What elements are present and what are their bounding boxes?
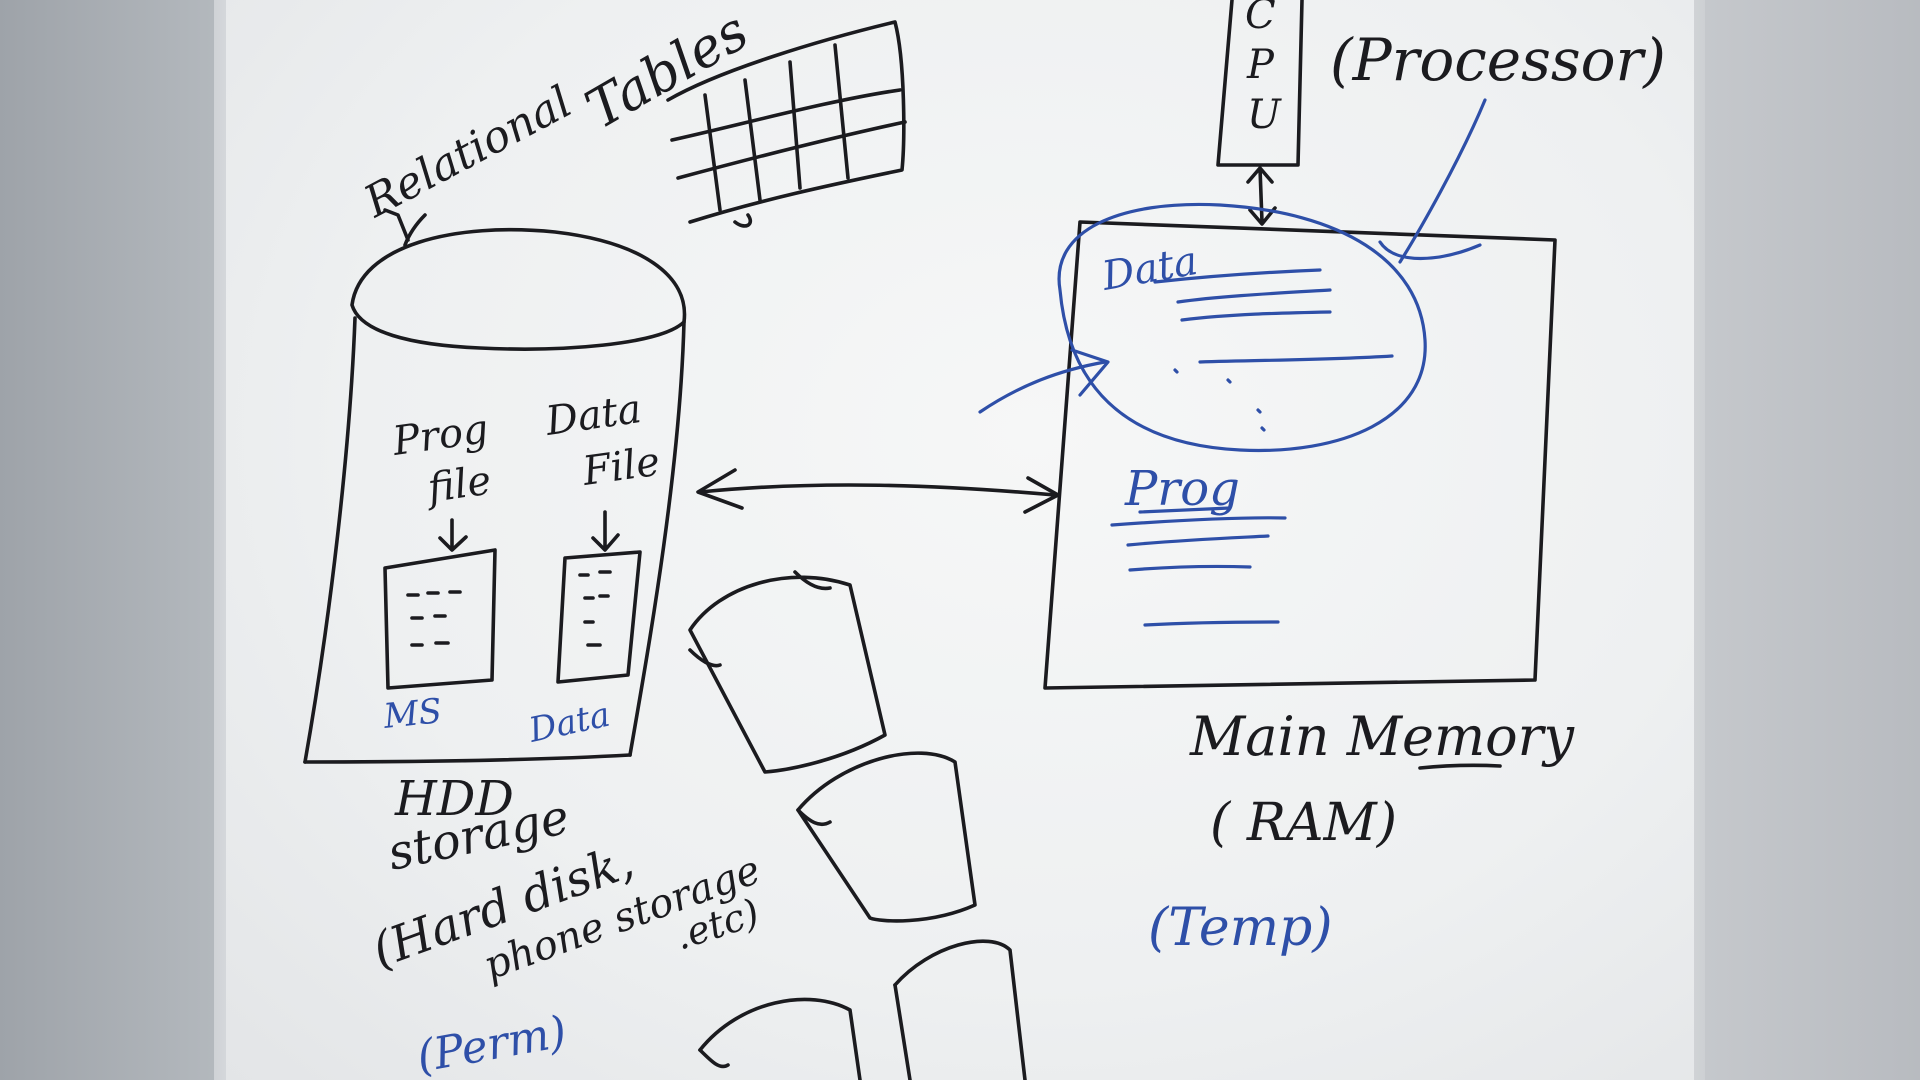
hdd-ram-double-arrow bbox=[696, 468, 1060, 514]
wall-right bbox=[1705, 0, 1920, 1080]
relational-label: Relational bbox=[355, 76, 580, 228]
whiteboard-surface bbox=[226, 0, 1694, 1080]
relational-tables-grid bbox=[666, 20, 907, 228]
temp-label: (Temp) bbox=[1148, 898, 1333, 958]
cpu-letter-u: U bbox=[1247, 92, 1282, 138]
data-file-label-line2: File bbox=[579, 439, 663, 495]
cpu-box bbox=[1216, 0, 1304, 226]
ms-label: MS bbox=[381, 691, 444, 737]
main-memory-label: Main Memory bbox=[1189, 705, 1575, 768]
wall-left bbox=[0, 0, 214, 1080]
ram-box bbox=[1043, 220, 1557, 690]
ram-blue-annotations bbox=[978, 98, 1487, 627]
hdd-cylinder bbox=[303, 208, 687, 764]
ram-prog-label: Prog bbox=[1124, 461, 1240, 517]
buckets-sketch bbox=[688, 570, 1027, 1080]
relational-connector bbox=[403, 213, 427, 247]
prog-file-box bbox=[383, 518, 497, 690]
cpu-letter-c: C bbox=[1245, 0, 1276, 38]
data-file-label-line1: Data bbox=[542, 386, 644, 445]
prog-file-label-line2: file bbox=[422, 458, 494, 513]
perm-label: (Perm) bbox=[413, 1006, 570, 1080]
cpu-letter-p: P bbox=[1246, 42, 1275, 88]
main-memory-underline bbox=[1418, 763, 1502, 770]
processor-label: (Processor) bbox=[1330, 26, 1666, 94]
data-file-box bbox=[556, 510, 642, 684]
ram-label: ( RAM) bbox=[1210, 793, 1397, 853]
hdd-label: HDD bbox=[394, 771, 514, 827]
prog-file-label-line1: Prog bbox=[389, 406, 491, 465]
data-below-label: Data bbox=[525, 695, 614, 751]
ram-data-label: Data bbox=[1098, 238, 1201, 300]
